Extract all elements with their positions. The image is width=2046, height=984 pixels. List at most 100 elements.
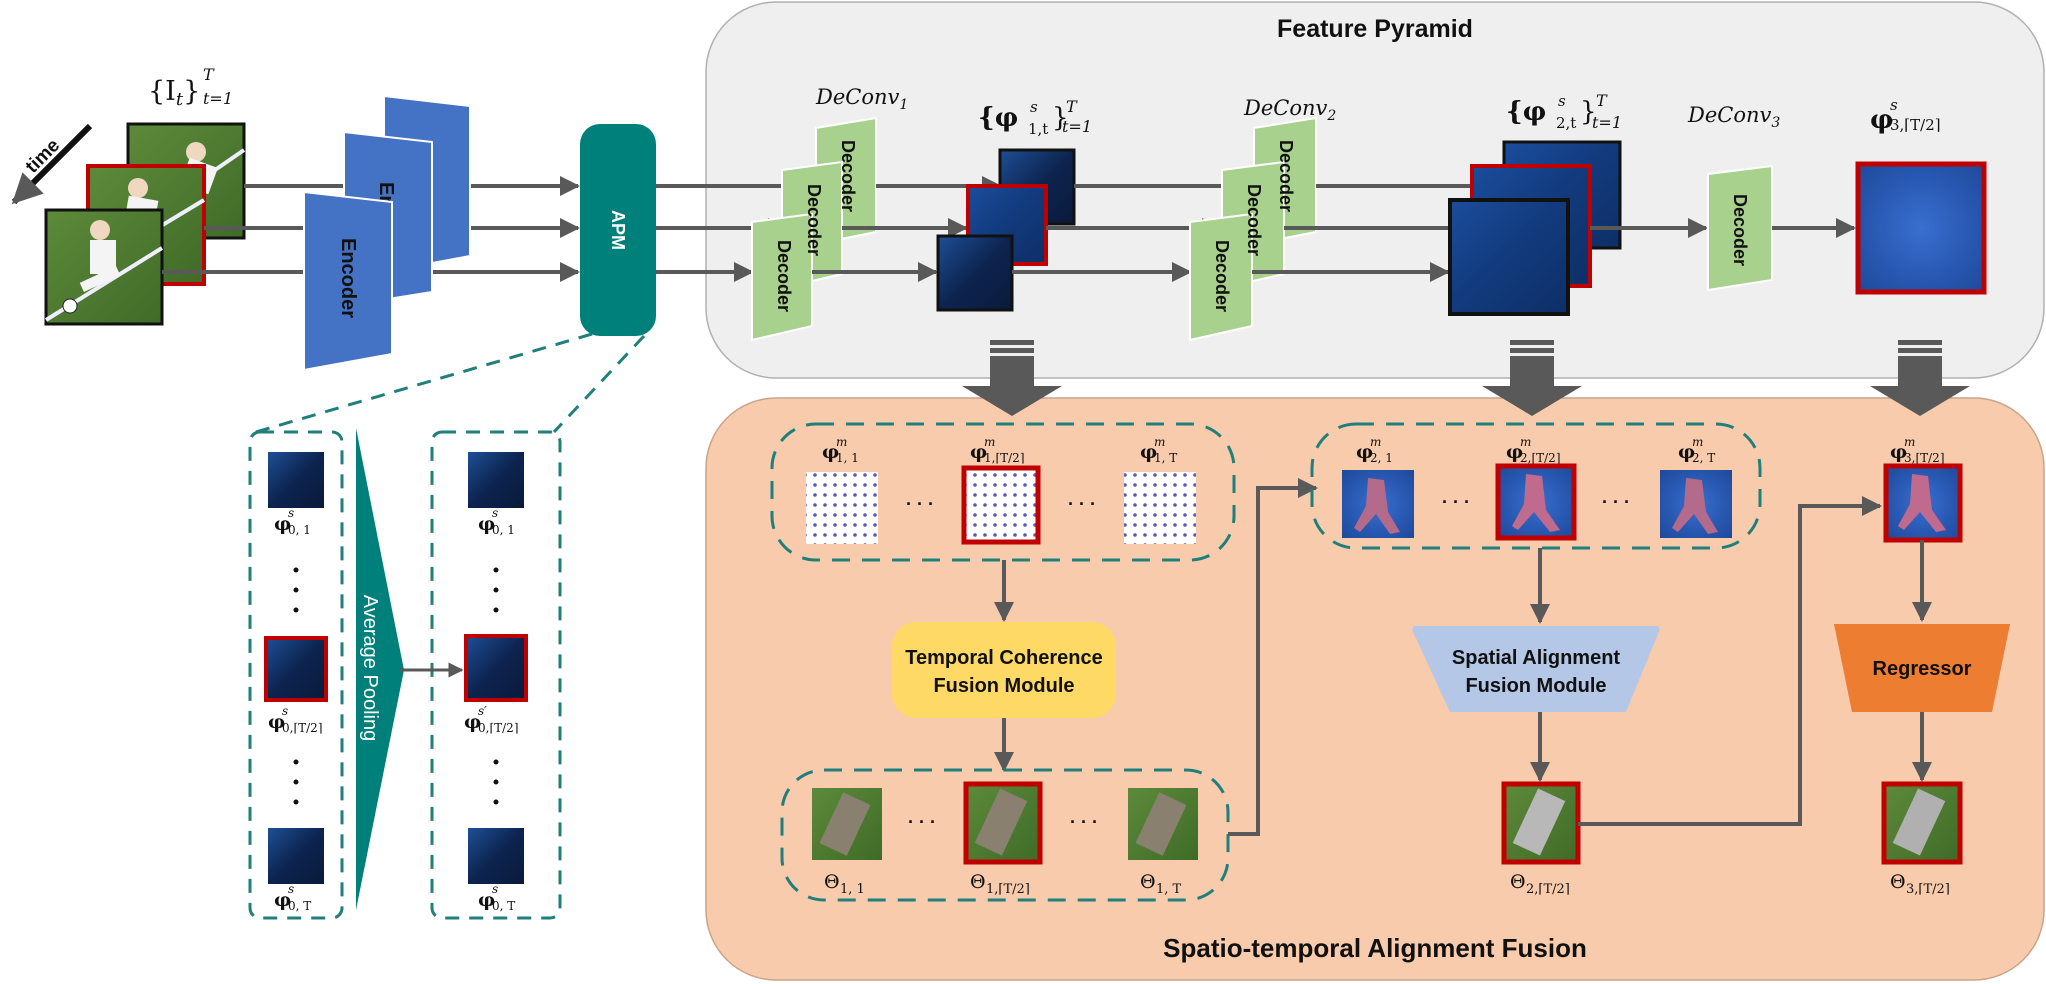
svg-text:φ: φ	[1356, 441, 1373, 463]
deconv2-label: DeConv2	[1243, 96, 1336, 124]
theta3-image	[1881, 781, 1963, 865]
svg-text:3,⌈T/2⌉: 3,⌈T/2⌉	[1904, 451, 1945, 465]
feature-pyramid-panel	[705, 1, 2045, 379]
level2-group-box	[1310, 422, 1762, 550]
svg-text:φ: φ	[478, 889, 495, 911]
svg-text:T: T	[203, 65, 215, 84]
apm-label: APM	[608, 210, 628, 250]
svg-text:0, T: 0, T	[288, 899, 311, 913]
svg-text:DeConv2: DeConv2	[1243, 96, 1336, 124]
pyramid-level3-map	[1855, 161, 1987, 295]
svg-text:Decoder: Decoder	[1244, 184, 1264, 256]
svg-text:Temporal Coherence: Temporal Coherence	[905, 647, 1102, 669]
theta1-images	[812, 781, 1198, 865]
apm-left-maps	[264, 452, 328, 884]
level1-ellipsis-b: · · ·	[1068, 494, 1096, 514]
svg-text:s: s	[1030, 98, 1038, 116]
svg-text:T: T	[1066, 97, 1078, 116]
svg-text:3,⌈T/2⌉: 3,⌈T/2⌉	[1906, 882, 1950, 897]
svg-text:{It}: {It}	[148, 76, 200, 110]
level1-ellipsis-a: · · ·	[906, 494, 934, 514]
encoder-label: Encoder	[337, 238, 359, 318]
svg-text:{φ: {φ	[978, 103, 1018, 133]
svg-text:Decoder: Decoder	[804, 184, 824, 256]
svg-text:m: m	[984, 435, 995, 449]
svg-text:Decoder: Decoder	[1730, 194, 1750, 266]
encoder-stack: En Encoder	[303, 94, 471, 372]
svg-text:φ: φ	[464, 711, 481, 733]
encoder-block-1	[303, 190, 393, 372]
decoder-stack-1: Decoder Decoder Decoder	[751, 116, 877, 342]
svg-text:s: s	[1890, 96, 1898, 114]
svg-text:t=1: t=1	[1062, 117, 1092, 136]
svg-text:φ: φ	[1678, 441, 1695, 463]
svg-text:Θ: Θ	[1140, 871, 1156, 893]
svg-text:φ: φ	[478, 513, 495, 535]
feature-pyramid-title: Feature Pyramid	[1277, 15, 1473, 43]
theta2-to-level3-arrow	[1578, 496, 1882, 826]
svg-text:φ: φ	[1870, 105, 1894, 135]
average-pooling-label: Average Pooling	[359, 595, 381, 741]
fusion-title: Spatio-temporal Alignment Fusion	[1163, 933, 1587, 963]
svg-text:m: m	[1154, 435, 1165, 449]
svg-text:s: s	[288, 506, 294, 520]
svg-text:Θ: Θ	[970, 871, 986, 893]
apm-detail-right-box	[430, 430, 562, 920]
theta2-label: Θ 2,⌈T/2⌉	[1510, 871, 1570, 897]
svg-text:φ: φ	[1890, 441, 1907, 463]
theta1-to-level2-arrow	[1228, 478, 1318, 836]
theta1-labels: Θ 1, 1 Θ 1,⌈T/2⌉ Θ 1, T	[824, 871, 1182, 897]
apm-left-labels: φ s 0, 1 φ s 0,⌈T/2⌉ φ s 0, T	[268, 506, 323, 913]
theta1-ellipsis-b: · · ·	[1070, 812, 1098, 832]
theta3-label: Θ 3,⌈T/2⌉	[1890, 871, 1950, 897]
spatial-alignment-module: Spatial Alignment Fusion Module	[1412, 626, 1660, 712]
svg-text:Decoder: Decoder	[1276, 140, 1296, 212]
input-label: {It} T t=1	[148, 65, 233, 110]
level3-label: φ m 3,⌈T/2⌉	[1890, 435, 1945, 465]
pyramid-level3-label: φ s 3,⌈T/2⌉	[1870, 96, 1941, 135]
pyramid-to-fusion-arrows	[962, 340, 1970, 416]
level1-labels: φ m 1, 1 φ m 1,⌈T/2⌉ φ m 1, T	[822, 435, 1177, 465]
svg-text:{φ: {φ	[1506, 97, 1546, 127]
svg-text:s: s	[492, 882, 498, 896]
svg-text:s: s	[492, 506, 498, 520]
svg-text:1,⌈T/2⌉: 1,⌈T/2⌉	[984, 451, 1025, 465]
decoder-stack-2: Decoder Decoder Decoder	[1189, 116, 1317, 342]
svg-text:1,t: 1,t	[1028, 120, 1048, 138]
svg-text:φ: φ	[970, 441, 987, 463]
svg-text:Regressor: Regressor	[1873, 658, 1972, 680]
svg-text:DeConv1: DeConv1	[815, 85, 908, 113]
svg-text:2,⌈T/2⌉: 2,⌈T/2⌉	[1526, 882, 1570, 897]
svg-text:s: s	[282, 704, 288, 718]
svg-text:Θ: Θ	[1890, 871, 1906, 893]
svg-text:m: m	[1370, 435, 1381, 449]
theta2-image	[1501, 781, 1581, 865]
svg-text:0, 1: 0, 1	[288, 523, 311, 537]
svg-text:}: }	[1580, 97, 1597, 127]
svg-text:t=1: t=1	[1592, 113, 1622, 132]
svg-text:0,⌈T/2⌉: 0,⌈T/2⌉	[478, 721, 519, 735]
theta1-ellipsis-a: · · ·	[908, 812, 936, 832]
apm-detail-left-box	[248, 430, 344, 920]
level2-maps	[1342, 463, 1732, 541]
svg-text:DeConv3: DeConv3	[1687, 103, 1780, 131]
svg-text:2, 1: 2, 1	[1370, 451, 1393, 465]
svg-text:φ: φ	[268, 711, 285, 733]
level1-maps	[806, 465, 1196, 545]
svg-text:0,⌈T/2⌉: 0,⌈T/2⌉	[282, 721, 323, 735]
svg-text:Spatial Alignment: Spatial Alignment	[1452, 647, 1621, 669]
svg-text:Decoder: Decoder	[1212, 240, 1232, 312]
level2-labels: φ m 2, 1 φ m 2,⌈T/2⌉ φ m 2, T	[1356, 435, 1715, 465]
svg-text:t=1: t=1	[203, 89, 233, 108]
level1-group-box	[770, 422, 1236, 562]
svg-text:T: T	[1596, 91, 1608, 110]
svg-text:2,t: 2,t	[1556, 114, 1576, 132]
svg-text:φ: φ	[274, 513, 291, 535]
decoder-3: Decoder	[1707, 164, 1773, 292]
temporal-coherence-module: Temporal Coherence Fusion Module	[892, 622, 1116, 718]
apm-vdots	[293, 567, 499, 805]
svg-text:Θ: Θ	[1510, 871, 1526, 893]
svg-text:Decoder: Decoder	[838, 140, 858, 212]
svg-text:1, T: 1, T	[1156, 882, 1182, 897]
